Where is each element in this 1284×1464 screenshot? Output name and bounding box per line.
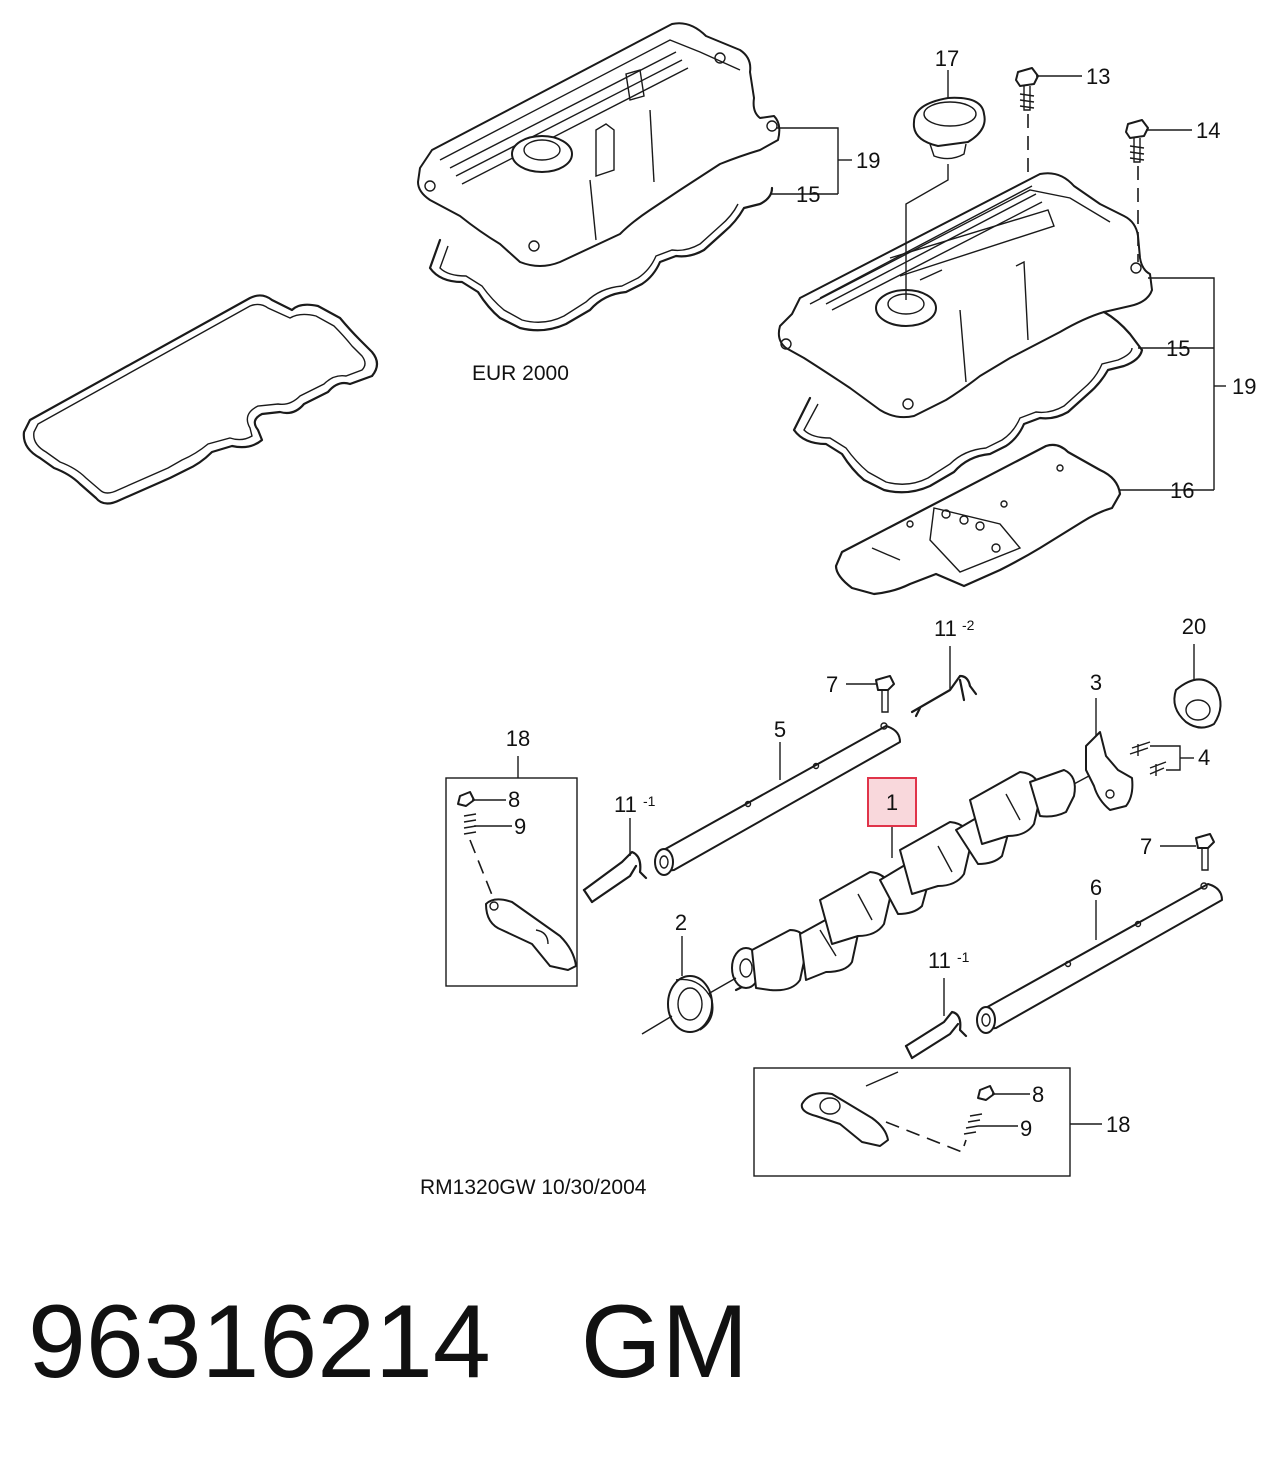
valve-cover-gasket-eur2000 xyxy=(428,186,774,332)
spring-clip-11-2 xyxy=(910,674,978,718)
callout-15-main: 15 xyxy=(1166,336,1190,361)
leader-lines xyxy=(472,70,1226,1127)
valve-cover-main xyxy=(777,172,1153,419)
callout-16: 16 xyxy=(1170,478,1194,503)
group-box-18-lower xyxy=(753,1067,1071,1177)
callout-18-upper: 18 xyxy=(506,726,530,751)
thrust-bracket xyxy=(1085,731,1167,811)
group-box-18-upper xyxy=(445,777,578,987)
callout-11-2: 11 xyxy=(934,616,957,641)
callout-14: 14 xyxy=(1196,118,1220,143)
spring-clip-11-1-upper xyxy=(582,850,648,904)
oil-seal xyxy=(641,975,737,1035)
oil-filler-cap xyxy=(905,96,986,300)
callout-18-lower: 18 xyxy=(1106,1112,1130,1137)
bolt-13 xyxy=(1015,67,1039,176)
drawing-reference: RM1320GW 10/30/2004 xyxy=(420,1176,647,1199)
callout-15-upper: 15 xyxy=(796,182,820,207)
rocker-assembly-lower xyxy=(800,1085,995,1154)
callout-19-main: 19 xyxy=(1232,374,1256,399)
part-number-footer: 96316214 GM xyxy=(28,1282,1248,1402)
callout-11-1-upper-suffix: -1 xyxy=(643,793,656,809)
valve-cover-eur2000 xyxy=(417,22,781,267)
bolt-14 xyxy=(1125,119,1149,262)
highlight-box-callout-1 xyxy=(867,777,917,827)
callout-labels: 1 2 3 4 5 6 7 7 8 8 9 9 11 -2 11 -1 11 -… xyxy=(506,46,1257,1141)
valve-cover-gasket-main xyxy=(792,310,1144,494)
part-number: 96316214 xyxy=(28,1284,491,1400)
spring-clip-11-1-lower xyxy=(904,1010,968,1060)
callout-4: 4 xyxy=(1198,745,1210,770)
rocker-assembly-upper xyxy=(457,791,577,971)
rocker-shaft-lower xyxy=(976,882,1223,1034)
callout-9-upper: 9 xyxy=(514,814,526,839)
callout-11-2-suffix: -2 xyxy=(962,617,975,633)
callout-11-1-lower: 11 xyxy=(928,948,951,973)
callout-19-upper: 19 xyxy=(856,148,880,173)
collar-ring xyxy=(1173,678,1222,729)
loose-cover-gasket xyxy=(22,294,379,505)
callout-17: 17 xyxy=(935,46,959,71)
callout-11-1-lower-suffix: -1 xyxy=(957,949,970,965)
callout-11-1-upper: 11 xyxy=(614,792,637,817)
screw-7-lower xyxy=(1195,833,1215,871)
callout-8-lower: 8 xyxy=(1032,1082,1044,1107)
brand-name: GM xyxy=(580,1284,749,1400)
variant-label: EUR 2000 xyxy=(472,362,569,385)
callout-20: 20 xyxy=(1182,614,1206,639)
screw-7-upper xyxy=(875,675,895,713)
callout-8-upper: 8 xyxy=(508,787,520,812)
camshaft xyxy=(731,769,1101,992)
baffle-plate xyxy=(834,443,1122,596)
callout-5: 5 xyxy=(774,717,786,742)
callout-2: 2 xyxy=(675,910,687,935)
callout-9-lower: 9 xyxy=(1020,1116,1032,1141)
callout-7-upper: 7 xyxy=(826,672,838,697)
rocker-shaft-upper xyxy=(654,722,901,876)
callout-7-lower: 7 xyxy=(1140,834,1152,859)
callout-6: 6 xyxy=(1090,875,1102,900)
callout-1: 1 xyxy=(886,790,898,815)
callout-3: 3 xyxy=(1090,670,1102,695)
callout-13: 13 xyxy=(1086,64,1110,89)
